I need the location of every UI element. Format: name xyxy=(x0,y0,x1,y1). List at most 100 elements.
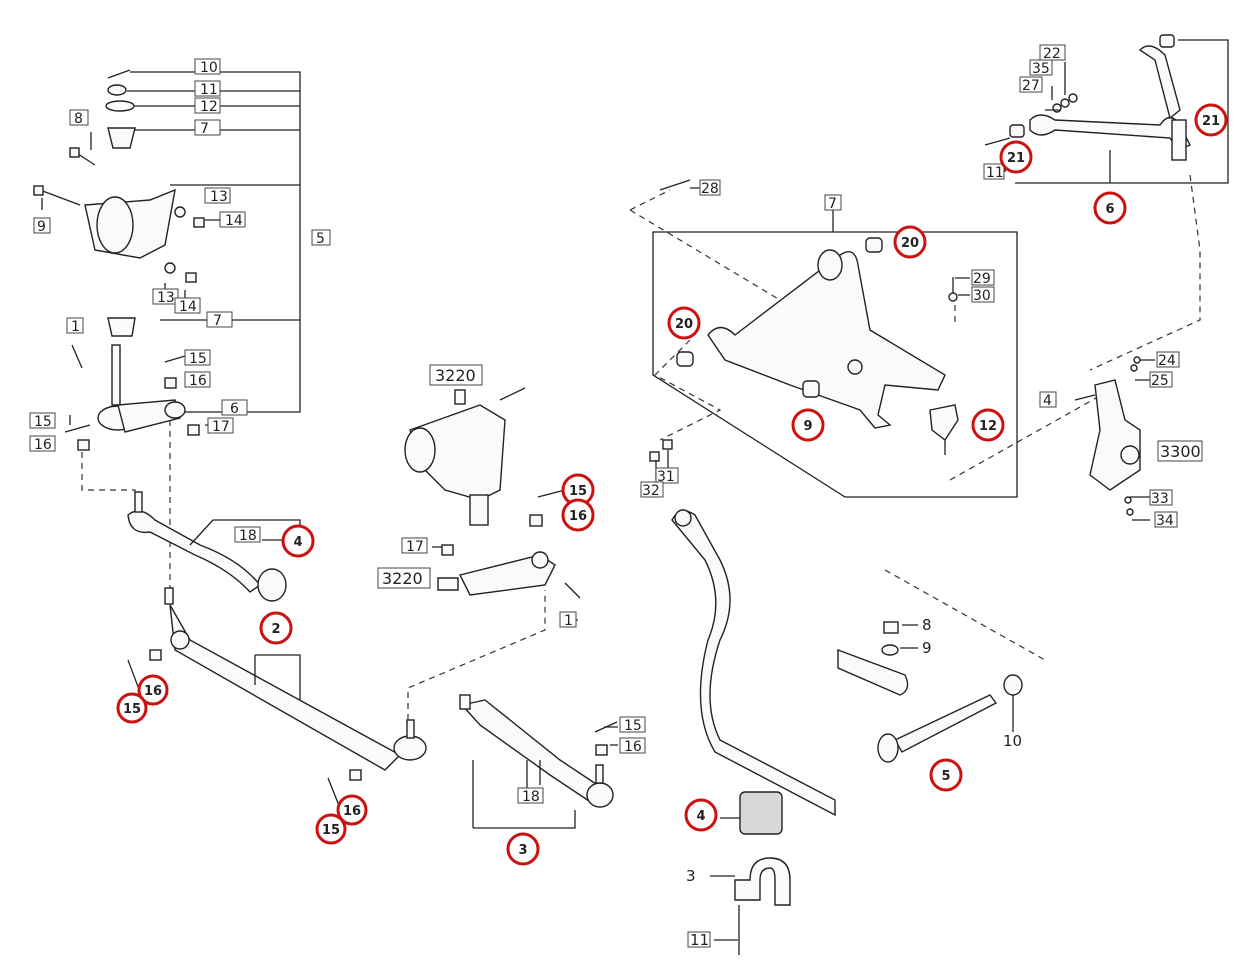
svg-text:11: 11 xyxy=(200,82,218,98)
svg-text:7: 7 xyxy=(828,196,837,212)
label-16-left: 16 xyxy=(29,435,56,453)
stabilizer-bar-assembly xyxy=(671,509,1046,955)
svg-text:4: 4 xyxy=(1043,393,1052,409)
callout-16-gear: 16 xyxy=(561,498,595,532)
label-32: 32 xyxy=(640,481,664,499)
label-3-bracket: 3 xyxy=(686,867,696,885)
svg-text:20: 20 xyxy=(675,317,693,332)
upper-control-arm-assembly xyxy=(984,34,1229,371)
svg-text:33: 33 xyxy=(1151,491,1169,507)
svg-text:34: 34 xyxy=(1156,513,1174,529)
svg-text:17: 17 xyxy=(406,539,424,555)
label-13-top: 13 xyxy=(204,187,231,205)
label-22: 22 xyxy=(1039,44,1066,62)
svg-text:16: 16 xyxy=(189,373,207,389)
svg-text:11: 11 xyxy=(986,165,1004,181)
svg-text:16: 16 xyxy=(624,739,642,755)
svg-text:10: 10 xyxy=(200,60,218,76)
svg-text:6: 6 xyxy=(1105,202,1114,217)
svg-text:7: 7 xyxy=(200,121,209,137)
plain-labels: 8 9 10 3 11 xyxy=(686,616,1022,949)
label-11: 11 xyxy=(194,80,221,98)
svg-text:3: 3 xyxy=(518,843,527,858)
label-15-mid: 15 xyxy=(184,349,211,367)
callout-4-bushing: 4 xyxy=(684,798,718,832)
label-24: 24 xyxy=(1156,351,1180,369)
svg-text:30: 30 xyxy=(973,288,991,304)
label-6: 6 xyxy=(221,399,248,417)
label-34: 34 xyxy=(1154,511,1178,529)
svg-text:16: 16 xyxy=(34,437,52,453)
svg-text:29: 29 xyxy=(973,271,991,287)
svg-text:21: 21 xyxy=(1007,151,1025,166)
svg-text:1: 1 xyxy=(71,319,80,335)
svg-text:15: 15 xyxy=(34,414,52,430)
svg-text:14: 14 xyxy=(225,213,243,229)
label-4-knuckle: 4 xyxy=(1039,391,1057,409)
label-27: 27 xyxy=(1019,76,1043,94)
label-28: 28 xyxy=(699,179,721,197)
callout-6: 6 xyxy=(1093,191,1127,225)
callout-20-left: 20 xyxy=(667,306,701,340)
label-17-left: 17 xyxy=(207,417,234,435)
label-35: 35 xyxy=(1029,59,1053,77)
code-labels: 3220 3220 3300 xyxy=(377,364,1203,589)
svg-text:18: 18 xyxy=(239,528,257,544)
label-18-lower: 18 xyxy=(517,787,544,805)
svg-text:25: 25 xyxy=(1151,373,1169,389)
callout-12: 12 xyxy=(971,408,1005,442)
label-31: 31 xyxy=(655,467,679,485)
label-16-right: 16 xyxy=(619,737,646,755)
label-1-gear: 1 xyxy=(559,611,577,629)
idler-arm-assembly xyxy=(33,69,301,590)
steering-gear-box xyxy=(404,387,581,599)
svg-text:15: 15 xyxy=(189,351,207,367)
label-8-stab: 8 xyxy=(922,616,932,634)
svg-text:1: 1 xyxy=(564,613,573,629)
svg-text:20: 20 xyxy=(901,236,919,251)
callout-21-left: 21 xyxy=(999,140,1033,174)
svg-text:16: 16 xyxy=(144,684,162,699)
label-14-top: 14 xyxy=(219,211,246,229)
svg-text:16: 16 xyxy=(569,509,587,524)
label-13-mid: 13 xyxy=(152,288,179,306)
tie-rod-assembly xyxy=(127,491,618,829)
callout-5: 5 xyxy=(929,758,963,792)
label-5: 5 xyxy=(311,229,331,247)
svg-text:4: 4 xyxy=(293,535,302,550)
label-10: 10 xyxy=(194,58,221,76)
callout-16-bottom: 16 xyxy=(336,794,368,826)
label-17-gear: 17 xyxy=(401,537,428,555)
label-11-bolt: 11 xyxy=(687,931,711,949)
callout-3: 3 xyxy=(506,832,540,866)
svg-text:28: 28 xyxy=(701,181,719,197)
callout-16-left: 16 xyxy=(137,674,169,706)
svg-text:2: 2 xyxy=(271,622,280,637)
svg-text:13: 13 xyxy=(210,189,228,205)
svg-text:5: 5 xyxy=(316,231,325,247)
code-3220-pitman: 3220 xyxy=(377,567,431,589)
svg-text:5: 5 xyxy=(941,769,950,784)
svg-text:14: 14 xyxy=(179,299,197,315)
svg-text:12: 12 xyxy=(200,99,218,115)
label-7-top: 7 xyxy=(194,119,221,137)
red-callouts: 4 2 16 15 15 16 16 15 3 21 21 6 20 20 9 … xyxy=(116,103,1228,866)
svg-text:3220: 3220 xyxy=(435,366,476,385)
code-3220-gear: 3220 xyxy=(429,364,483,386)
lower-control-arm-assembly xyxy=(629,179,1106,498)
label-9: 9 xyxy=(33,217,51,235)
svg-text:17: 17 xyxy=(212,419,230,435)
label-30: 30 xyxy=(971,286,995,304)
label-18-upper: 18 xyxy=(234,526,261,544)
callout-4: 4 xyxy=(281,524,315,558)
svg-text:32: 32 xyxy=(642,483,660,499)
svg-text:18: 18 xyxy=(522,789,540,805)
label-10-stab: 10 xyxy=(1003,732,1022,750)
svg-text:24: 24 xyxy=(1158,353,1176,369)
svg-text:6: 6 xyxy=(230,401,239,417)
callout-20-top: 20 xyxy=(893,225,927,259)
svg-text:11: 11 xyxy=(690,931,709,949)
boxed-labels: 10 11 12 7 8 13 14 9 5 13 14 7 1 15 16 1… xyxy=(29,44,1180,805)
svg-text:3300: 3300 xyxy=(1160,442,1201,461)
